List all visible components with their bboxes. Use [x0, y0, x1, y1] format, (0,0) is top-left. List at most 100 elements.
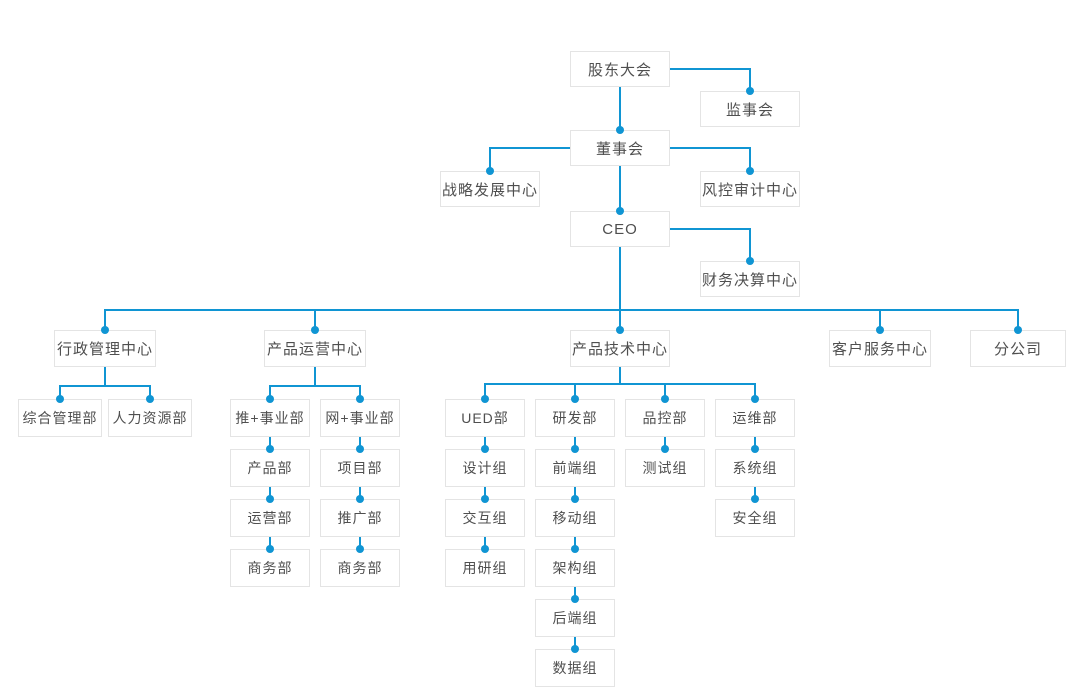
org-node-system-group: 系统组 [715, 449, 795, 487]
org-node-interaction-group: 交互组 [445, 499, 525, 537]
connector-dot [266, 445, 274, 453]
connector-line [749, 69, 751, 91]
org-node-backend-group: 后端组 [535, 599, 615, 637]
connector-line [669, 228, 751, 230]
connector-line [749, 229, 751, 261]
org-node-finance-center: 财务决算中心 [700, 261, 800, 297]
connector-line [269, 386, 271, 399]
connector-line [664, 437, 666, 449]
org-node-board-of-directors: 董事会 [570, 130, 670, 166]
org-node-business-dept-b: 商务部 [320, 549, 400, 587]
org-node-admin-center: 行政管理中心 [54, 330, 156, 367]
org-node-security-group: 安全组 [715, 499, 795, 537]
connector-dot [616, 126, 624, 134]
connector-line [574, 587, 576, 599]
org-node-supervisory-board: 监事会 [700, 91, 800, 127]
org-node-customer-service-center: 客户服务中心 [829, 330, 931, 367]
connector-dot [266, 545, 274, 553]
connector-line [314, 367, 316, 386]
connector-line [879, 310, 881, 330]
connector-line [359, 437, 361, 449]
connector-dot [481, 395, 489, 403]
connector-line [619, 87, 621, 130]
connector-dot [661, 445, 669, 453]
connector-line [269, 487, 271, 499]
connector-line [574, 487, 576, 499]
org-node-risk-audit-center: 风控审计中心 [700, 171, 800, 207]
org-node-branch-company: 分公司 [970, 330, 1066, 367]
org-node-ued-dept: UED部 [445, 399, 525, 437]
connector-line [574, 637, 576, 649]
connector-line [1017, 310, 1019, 330]
connector-line [484, 384, 486, 399]
connector-dot [571, 545, 579, 553]
connector-dot [616, 207, 624, 215]
org-node-data-group: 数据组 [535, 649, 615, 687]
connector-line [104, 367, 106, 386]
connector-line [484, 537, 486, 549]
connector-line [269, 437, 271, 449]
connector-dot [571, 495, 579, 503]
connector-dot [356, 445, 364, 453]
connector-dot [146, 395, 154, 403]
org-node-design-group: 设计组 [445, 449, 525, 487]
connector-line [669, 68, 751, 70]
connector-line [619, 367, 621, 384]
org-node-rd-dept: 研发部 [535, 399, 615, 437]
org-node-wang-division: 网+事业部 [320, 399, 400, 437]
connector-line [484, 487, 486, 499]
connector-line [754, 384, 756, 399]
connector-line [484, 437, 486, 449]
connector-line [754, 487, 756, 499]
connector-line [359, 386, 361, 399]
connector-line [669, 147, 751, 149]
connector-dot [616, 326, 624, 334]
connector-dot [56, 395, 64, 403]
org-node-general-admin-dept: 综合管理部 [18, 399, 102, 437]
connector-dot [356, 495, 364, 503]
org-node-architecture-group: 架构组 [535, 549, 615, 587]
connector-line [59, 386, 61, 399]
connector-dot [571, 595, 579, 603]
org-node-product-dept: 产品部 [230, 449, 310, 487]
connector-line [314, 310, 316, 330]
org-node-business-dept-a: 商务部 [230, 549, 310, 587]
connector-line [149, 386, 151, 399]
connector-dot [746, 87, 754, 95]
connector-line [359, 537, 361, 549]
connector-dot [266, 495, 274, 503]
connector-line [269, 385, 361, 387]
connector-dot [571, 445, 579, 453]
connector-dot [661, 395, 669, 403]
connector-dot [746, 257, 754, 265]
org-node-frontend-group: 前端组 [535, 449, 615, 487]
connector-dot [1014, 326, 1022, 334]
org-node-qc-dept: 品控部 [625, 399, 705, 437]
org-node-shareholders-meeting: 股东大会 [570, 51, 670, 87]
connector-dot [876, 326, 884, 334]
connector-dot [311, 326, 319, 334]
org-node-tui-division: 推+事业部 [230, 399, 310, 437]
org-node-hr-dept: 人力资源部 [108, 399, 192, 437]
connector-line [59, 385, 151, 387]
org-node-mobile-group: 移动组 [535, 499, 615, 537]
connector-dot [481, 545, 489, 553]
org-node-project-dept: 项目部 [320, 449, 400, 487]
connector-dot [356, 395, 364, 403]
connector-line [104, 310, 106, 330]
connector-dot [751, 395, 759, 403]
connector-line [749, 148, 751, 171]
connector-dot [751, 445, 759, 453]
connector-dot [481, 445, 489, 453]
connector-dot [751, 495, 759, 503]
connector-line [359, 487, 361, 499]
org-node-promotion-dept: 推广部 [320, 499, 400, 537]
org-node-operations-dept: 运营部 [230, 499, 310, 537]
connector-line [574, 384, 576, 399]
connector-line [489, 148, 491, 171]
org-node-ops-dept: 运维部 [715, 399, 795, 437]
connector-dot [266, 395, 274, 403]
connector-dot [481, 495, 489, 503]
connector-line [269, 537, 271, 549]
